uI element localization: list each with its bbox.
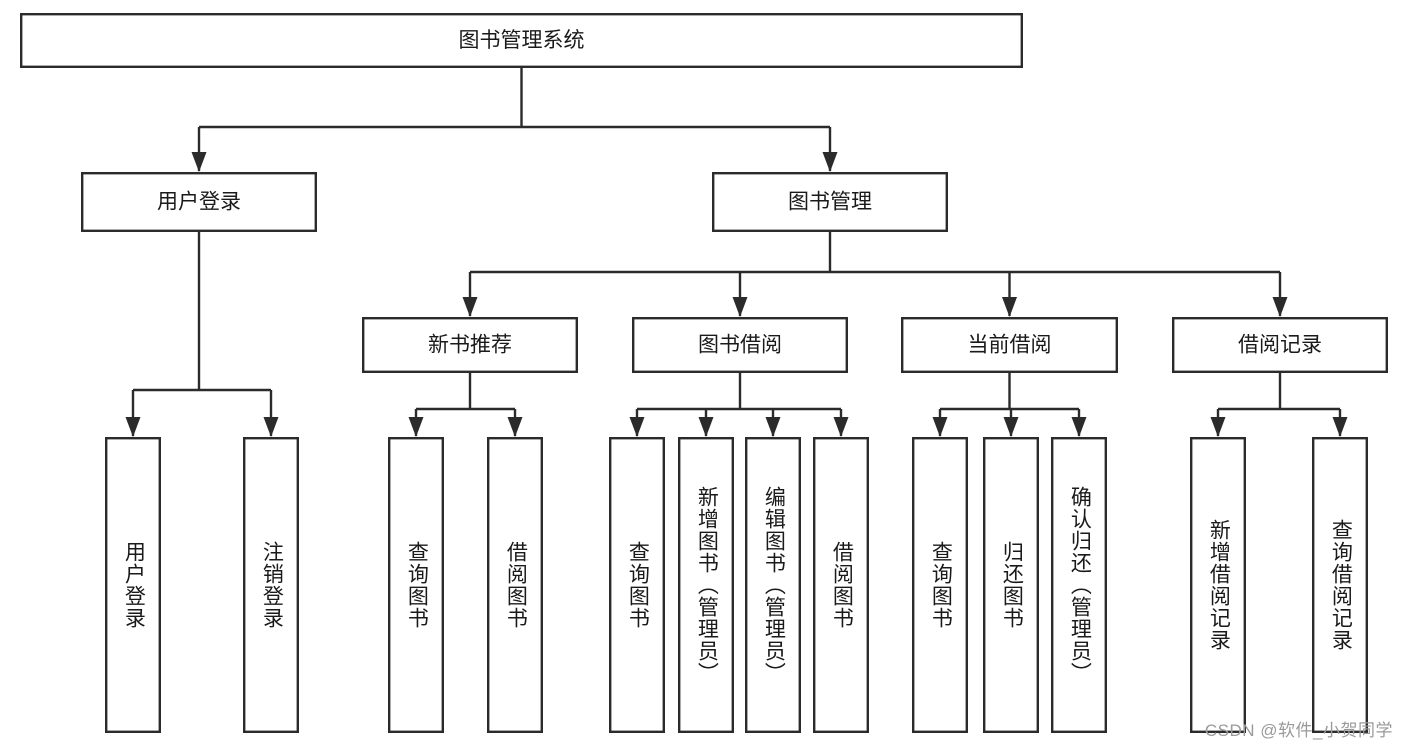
node-l3-图书借阅-label: 图书借阅 [698, 334, 782, 357]
node-leaf-新增借阅记录-11[interactable] [1189, 437, 1246, 734]
arrowhead-l3-0-1 [507, 417, 523, 437]
node-l3-当前借阅-rect[interactable] [901, 317, 1119, 374]
connector-layer [125, 68, 1348, 437]
node-leaf-查询图书-8-rect[interactable] [912, 437, 969, 734]
arrowhead-root-0 [191, 152, 207, 172]
node-l3-图书借阅[interactable]: 图书借阅 [632, 317, 849, 374]
node-leaf-新增图书管理员-5-rect[interactable] [678, 437, 735, 734]
watermark-text: CSDN @软件_小贺同学 [1204, 721, 1393, 740]
node-leaf-查询借阅记录-12[interactable] [1311, 437, 1368, 734]
node-leaf-查询图书-4-rect[interactable] [609, 437, 666, 734]
node-leaf-查询图书-2-rect[interactable] [388, 437, 445, 734]
node-leaf-归还图书-9[interactable] [983, 437, 1040, 734]
node-l2-图书管理-rect[interactable] [712, 171, 949, 232]
arrowhead-l3-1-1 [698, 417, 714, 437]
node-l2-图书管理[interactable]: 图书管理 [712, 171, 949, 232]
node-l3-新书推荐-rect[interactable] [362, 317, 579, 374]
node-l3-当前借阅[interactable]: 当前借阅 [901, 317, 1119, 374]
node-leaf-注销登录-1[interactable] [242, 437, 299, 734]
arrowhead-l3-1-0 [629, 417, 645, 437]
node-l3-借阅记录-label: 借阅记录 [1238, 334, 1322, 357]
node-root-图书管理系统-label: 图书管理系统 [459, 29, 585, 52]
node-l2-用户登录[interactable]: 用户登录 [80, 171, 318, 232]
node-l2-用户登录-label: 用户登录 [157, 191, 241, 214]
node-l3-新书推荐[interactable]: 新书推荐 [362, 317, 579, 374]
node-leaf-新增借阅记录-11-rect[interactable] [1189, 437, 1246, 734]
node-leaf-查询图书-2[interactable] [388, 437, 445, 734]
node-leaf-借阅图书-3-rect[interactable] [487, 437, 544, 734]
node-leaf-编辑图书管理员-6-rect[interactable] [745, 437, 802, 734]
node-l3-图书借阅-rect[interactable] [632, 317, 849, 374]
arrowhead-l3-0-0 [408, 417, 424, 437]
node-l3-借阅记录-rect[interactable] [1171, 317, 1388, 374]
arrowhead-l3-3-0 [1210, 417, 1226, 437]
node-leaf-归还图书-9-rect[interactable] [983, 437, 1040, 734]
arrowhead-l3-2-1 [1003, 417, 1019, 437]
node-l2-图书管理-label: 图书管理 [788, 191, 872, 214]
arrowhead-userlogin-0 [125, 417, 141, 437]
node-leaf-借阅图书-3[interactable] [487, 437, 544, 734]
node-leaf-查询借阅记录-12-rect[interactable] [1311, 437, 1368, 734]
node-l2-用户登录-rect[interactable] [80, 171, 318, 232]
node-leaf-用户登录-0[interactable] [104, 437, 161, 734]
arrowhead-bookmgmt-3 [1272, 297, 1288, 317]
node-leaf-用户登录-0-rect[interactable] [104, 437, 161, 734]
node-leaf-确认归还管理员-10-rect[interactable] [1050, 437, 1107, 734]
node-leaf-编辑图书管理员-6[interactable] [745, 437, 802, 734]
arrowhead-bookmgmt-1 [732, 297, 748, 317]
node-root-图书管理系统-rect[interactable] [20, 12, 1023, 68]
arrowhead-bookmgmt-0 [462, 297, 478, 317]
node-leaf-确认归还管理员-10[interactable] [1050, 437, 1107, 734]
arrowhead-l3-2-0 [932, 417, 948, 437]
arrowhead-bookmgmt-2 [1002, 297, 1017, 317]
node-leaf-注销登录-1-rect[interactable] [242, 437, 299, 734]
node-leaf-借阅图书-7[interactable] [813, 437, 870, 734]
node-leaf-查询图书-8[interactable] [912, 437, 969, 734]
node-l3-借阅记录[interactable]: 借阅记录 [1171, 317, 1388, 374]
arrowhead-l3-2-2 [1071, 417, 1087, 437]
arrowhead-l3-1-3 [833, 417, 849, 437]
node-l3-新书推荐-label: 新书推荐 [428, 334, 512, 357]
arrowhead-l3-1-2 [765, 417, 781, 437]
node-leaf-借阅图书-7-rect[interactable] [813, 437, 870, 734]
node-leaf-新增图书管理员-5[interactable] [678, 437, 735, 734]
arrowhead-userlogin-1 [263, 417, 279, 437]
node-l3-当前借阅-label: 当前借阅 [968, 334, 1052, 357]
arrowhead-root-1 [822, 152, 838, 172]
arrowhead-l3-3-1 [1332, 417, 1348, 437]
node-root-图书管理系统[interactable]: 图书管理系统 [20, 12, 1023, 68]
node-leaf-查询图书-4[interactable] [609, 437, 666, 734]
